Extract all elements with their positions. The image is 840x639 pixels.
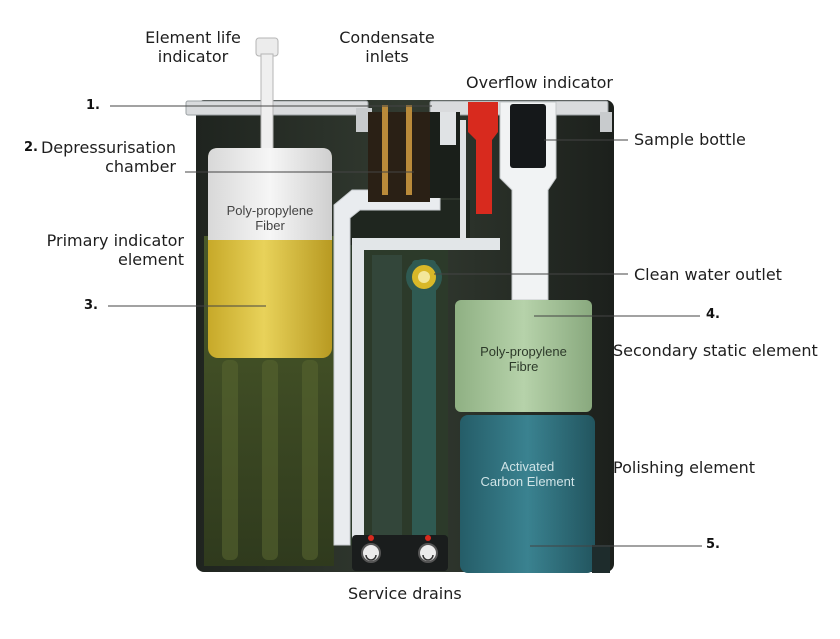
number-3: 3. (84, 298, 98, 313)
secondary-static-element (455, 300, 592, 412)
overflow-indicator (460, 102, 498, 240)
label-polishing-element: Polishing element (613, 458, 756, 477)
primary-line-2: Fiber (255, 218, 285, 233)
number-5: 5. (706, 537, 720, 552)
primary-indicator-element (208, 148, 332, 358)
label-condensate-inlets: Condensate inlets (339, 28, 435, 66)
carbon-line-2: Carbon Element (480, 474, 575, 489)
label-element-life-indicator: Element life indicator (145, 28, 241, 66)
carbon-element-text: Activated Carbon Element (460, 459, 595, 489)
label-service-drains: Service drains (348, 584, 462, 603)
number-4: 4. (706, 307, 720, 322)
element-life-indicator (255, 37, 279, 153)
polishing-element (460, 415, 610, 573)
primary-line-1: Poly-propylene (226, 203, 314, 218)
label-clean-water-outlet: Clean water outlet (634, 265, 782, 284)
label-primary-indicator-element: Primary indicator element (46, 231, 184, 269)
number-2: 2. (24, 140, 38, 155)
label-secondary-static-element: Secondary static element (613, 341, 818, 360)
label-sample-bottle: Sample bottle (634, 130, 746, 149)
secondary-line-1: Poly-propylene (480, 344, 567, 359)
secondary-element-text: Poly-propylene Fibre (455, 344, 592, 374)
secondary-line-2: Fibre (508, 359, 539, 374)
number-1: 1. (86, 98, 100, 113)
service-drains (352, 535, 448, 571)
label-depressurisation-chamber: Depressurisation chamber (40, 138, 176, 176)
clean-water-outlet (406, 259, 442, 295)
primary-element-text: Poly-propylene Fiber (208, 203, 332, 233)
sample-bottle (499, 101, 557, 301)
leader-lines (108, 105, 702, 547)
carbon-line-1: Activated (500, 459, 555, 474)
label-overflow-indicator: Overflow indicator (466, 73, 613, 92)
